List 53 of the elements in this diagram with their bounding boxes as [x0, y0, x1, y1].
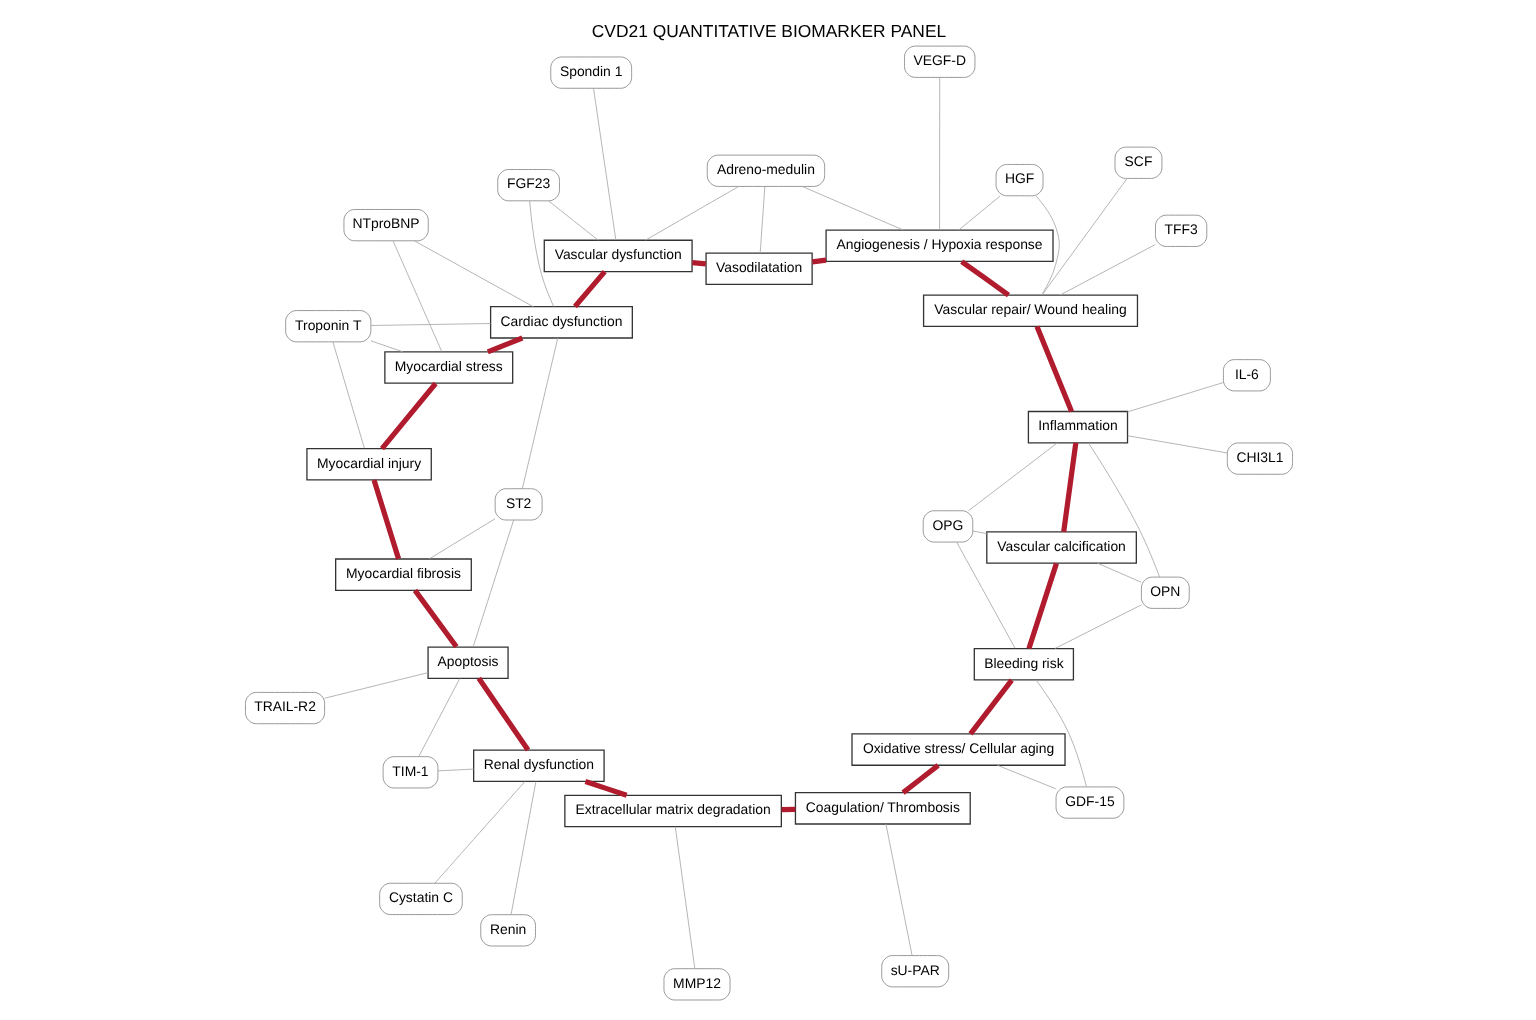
connector [417, 677, 460, 758]
connector [957, 195, 1000, 231]
connector [413, 240, 533, 308]
connector [691, 260, 706, 267]
connector [758, 186, 765, 254]
connector [592, 88, 616, 241]
connector [379, 381, 437, 451]
connector [369, 340, 403, 353]
connector [1034, 679, 1086, 788]
connector [1034, 195, 1059, 296]
connector [955, 541, 1015, 649]
connector [428, 518, 495, 560]
connector [800, 186, 903, 231]
connector [323, 672, 428, 699]
connector [971, 530, 987, 535]
connector [673, 826, 695, 970]
connector [411, 588, 458, 649]
connector [433, 781, 525, 884]
connector [391, 240, 442, 353]
connector [1033, 325, 1073, 413]
connector [780, 806, 795, 813]
connector [475, 676, 530, 752]
connector [583, 778, 627, 798]
connector [811, 257, 826, 265]
connector [509, 781, 536, 915]
connector [370, 479, 401, 560]
connector [1025, 562, 1058, 650]
connector [547, 200, 598, 241]
connector [485, 335, 523, 355]
connector [331, 341, 364, 449]
connector [1058, 244, 1155, 296]
connector [436, 768, 474, 772]
connector [967, 442, 1057, 512]
connector [471, 519, 514, 648]
connector [1060, 442, 1078, 533]
connector [520, 337, 558, 489]
connector [1040, 178, 1127, 296]
connector [369, 323, 490, 326]
connector [1087, 442, 1160, 578]
connector [1126, 382, 1223, 413]
connector [900, 763, 939, 795]
connector [995, 764, 1056, 790]
connector [644, 186, 738, 241]
connector [959, 259, 1010, 298]
diagram-title: CVD21 QUANTITATIVE BIOMARKER PANEL [590, 21, 946, 42]
connector [572, 269, 606, 309]
connector [1096, 562, 1141, 583]
connector [884, 823, 912, 956]
connector [967, 678, 1013, 736]
connector [528, 200, 554, 307]
connector [938, 77, 940, 231]
connector [1126, 435, 1227, 454]
connector [1053, 604, 1141, 649]
